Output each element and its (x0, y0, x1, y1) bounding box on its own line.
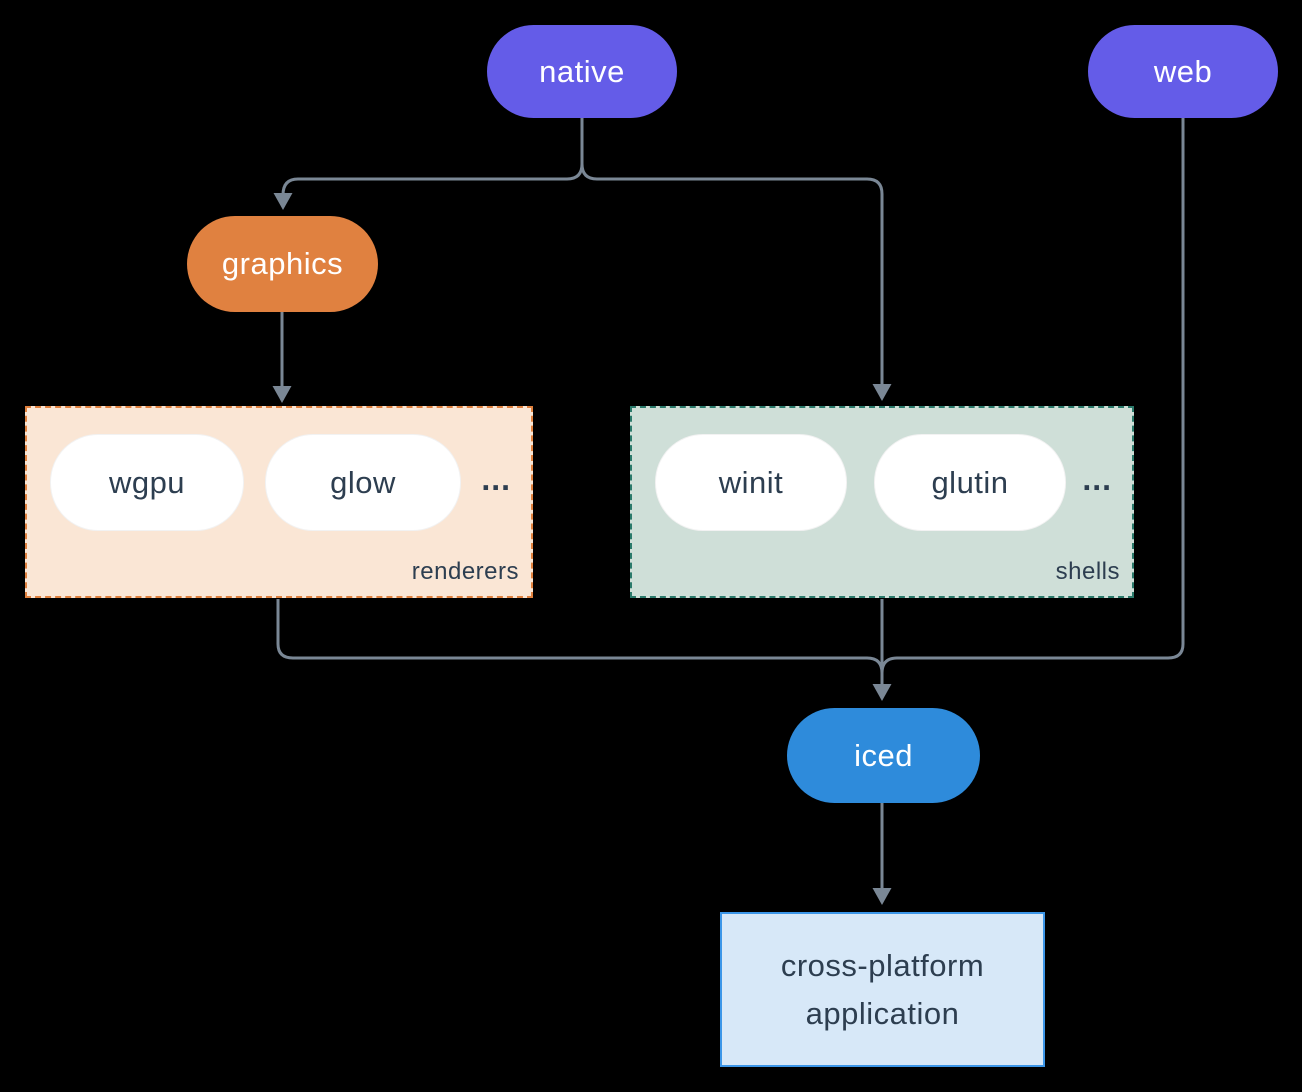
edge-native-graphics (281, 118, 584, 196)
node-iced: iced (787, 708, 980, 803)
renderers-ellipsis: ... (481, 461, 511, 497)
node-glow: glow (265, 434, 461, 531)
renderers-group-label: renderers (411, 558, 519, 585)
group-renderers: wgpu glow ... renderers (25, 406, 533, 598)
node-winit: winit (655, 434, 847, 531)
node-winit-label: winit (718, 464, 784, 500)
edge-renderers-iced (276, 599, 884, 674)
node-glutin-label: glutin (931, 464, 1009, 500)
node-web-label: web (1153, 53, 1213, 89)
shells-ellipsis: ... (1082, 461, 1112, 497)
arrowhead-application (872, 888, 892, 905)
edge-web-iced (880, 118, 1185, 674)
node-native-label: native (539, 53, 625, 89)
node-native: native (487, 25, 677, 118)
arrowhead-renderers (272, 386, 292, 403)
arrowhead-graphics (273, 193, 293, 210)
shells-group-label: shells (1055, 558, 1120, 585)
application-label-line2: application (805, 995, 960, 1031)
group-shells: winit glutin ... shells (630, 406, 1134, 598)
node-wgpu: wgpu (50, 434, 244, 531)
node-wgpu-label: wgpu (108, 464, 186, 500)
node-glow-label: glow (330, 464, 396, 500)
node-iced-label: iced (854, 737, 913, 773)
arrowhead-shells (872, 384, 892, 401)
arrowhead-iced (872, 684, 892, 701)
node-glutin: glutin (874, 434, 1066, 531)
node-graphics: graphics (187, 216, 378, 312)
application-label-line1: cross-platform (780, 947, 985, 983)
node-web: web (1088, 25, 1278, 118)
node-graphics-label: graphics (221, 246, 344, 281)
edge-native-shells (580, 118, 884, 385)
node-cross-platform-application: cross-platform application (720, 912, 1045, 1067)
